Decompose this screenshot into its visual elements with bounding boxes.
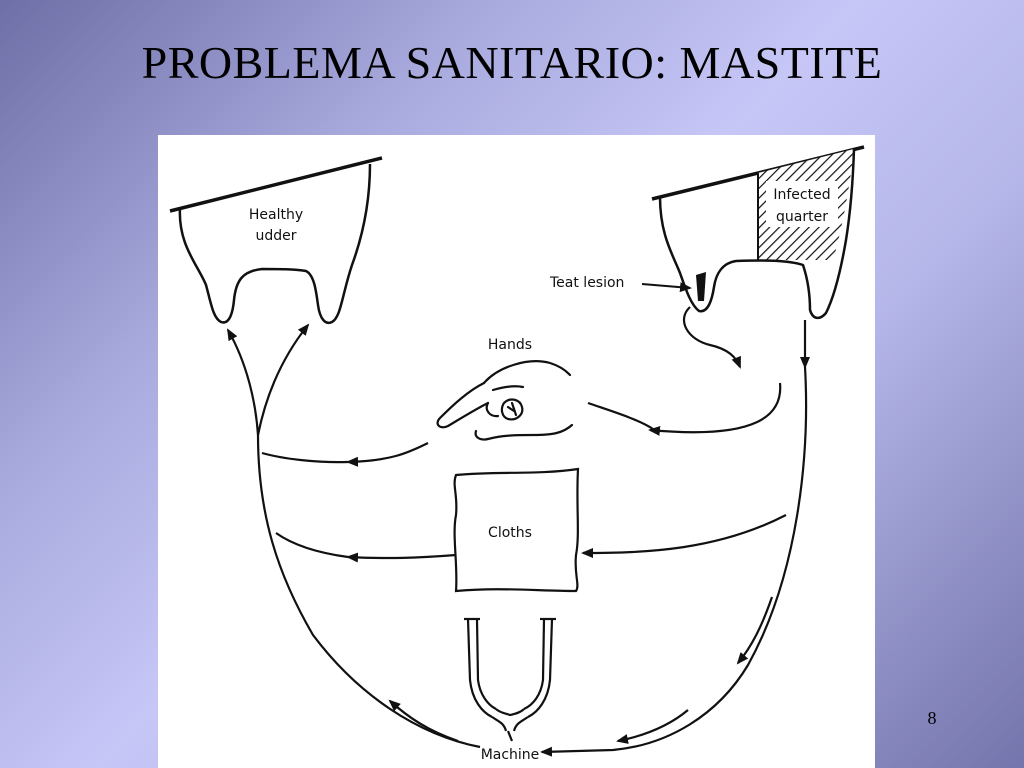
path-hands-to-left (346, 442, 429, 467)
milking-machine-icon (464, 617, 556, 742)
path-cloths-to-left (346, 552, 457, 563)
healthy-udder: Healthy udder (169, 156, 383, 324)
path-hands-right-segment (587, 401, 654, 430)
healthy-udder-body-line (169, 156, 383, 213)
transmission-paths (227, 306, 810, 757)
path-right-to-hands (648, 382, 782, 436)
cloths-icon: Cloths (453, 467, 580, 593)
teat-lesion-label: Teat lesion (549, 275, 624, 291)
path-right-arrow-low (616, 709, 689, 744)
infected-quarter-label-1: Infected (773, 187, 830, 203)
teat-lesion-mark (696, 272, 706, 301)
infected-udder: Infected quarter (651, 145, 865, 320)
path-left-to-healthy-teat-1 (227, 328, 260, 436)
path-right-outer (540, 366, 808, 757)
path-right-to-cloths (581, 514, 787, 558)
cloths-label: Cloths (488, 525, 532, 541)
mastitis-transmission-diagram: Healthy udder Infected quarter Teat lesi… (158, 135, 875, 768)
healthy-udder-label-1: Healthy (249, 207, 303, 223)
path-right-arrow-mid (736, 596, 774, 665)
slide-title: PROBLEMA SANITARIO: MASTITE (141, 37, 883, 88)
teat-lesion-pointer (641, 282, 692, 293)
hands-label: Hands (488, 337, 532, 353)
page-number: 8 (927, 708, 937, 728)
hands-icon (436, 360, 574, 441)
path-lesion-to-right (682, 306, 742, 369)
machine-label: Machine (481, 747, 540, 763)
path-machine-to-left (256, 434, 481, 749)
path-left-cloths-end (275, 532, 349, 559)
healthy-udder-label-2: udder (255, 228, 296, 244)
path-left-to-healthy-teat-2 (256, 323, 310, 436)
path-left-hands-end (261, 451, 349, 464)
infected-quarter-label-2: quarter (776, 209, 828, 225)
path-machine-arrow-left (388, 699, 459, 743)
